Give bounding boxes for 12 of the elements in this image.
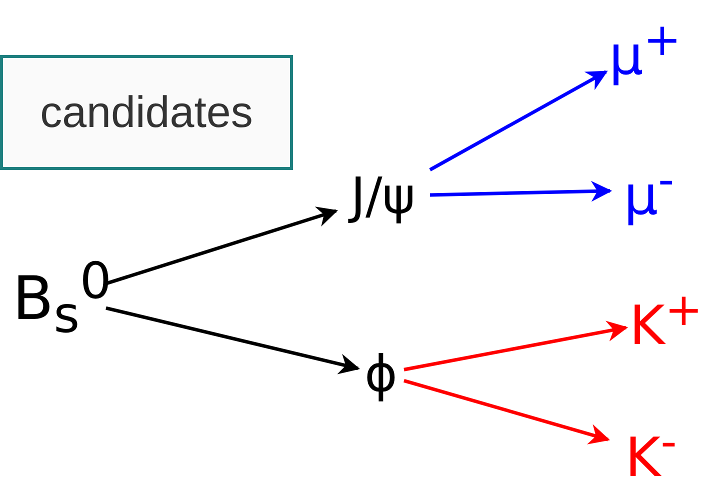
arrow xyxy=(106,306,360,374)
particle-symbol: μ$^{+}$ xyxy=(606,12,684,88)
arrow xyxy=(429,70,608,172)
particle-symbol: J/ψ xyxy=(336,165,430,227)
particle-symbol: ϕ xyxy=(358,345,404,403)
particle-symbol: K$^{-}$ xyxy=(608,418,694,486)
particle-symbol: μ$^{-}$ xyxy=(610,152,688,228)
particle-symbol: K$^{+}$ xyxy=(626,288,706,352)
arrow xyxy=(430,180,612,202)
label-box: candidates xyxy=(0,55,293,170)
arrow xyxy=(404,320,628,372)
arrow xyxy=(404,378,610,444)
